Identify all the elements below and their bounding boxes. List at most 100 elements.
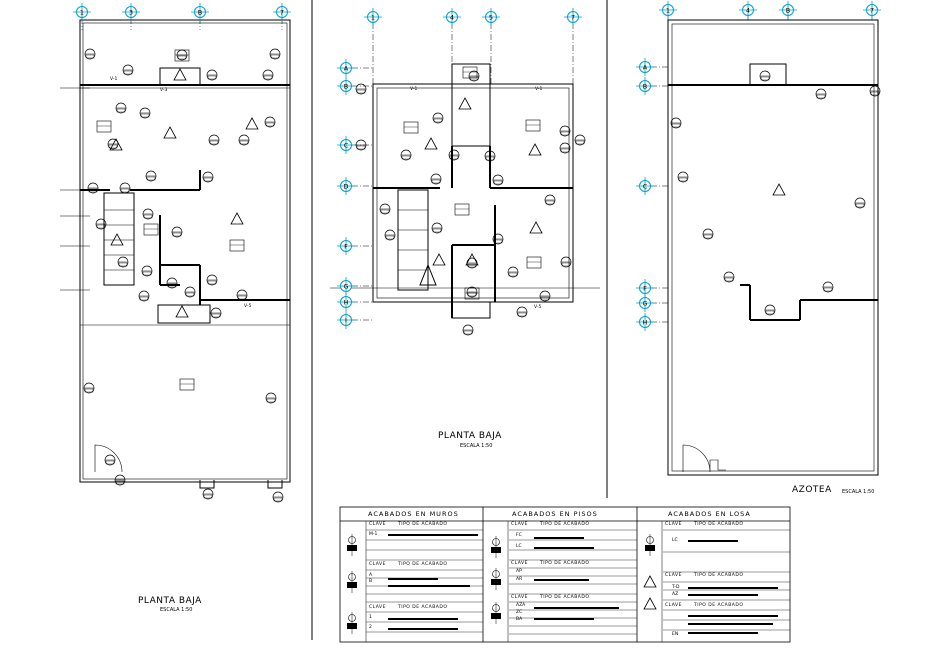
plan-3-axis-bubble: C <box>636 177 668 195</box>
finish-tag-icon <box>119 182 131 194</box>
plan-3-axis-bubble: A <box>636 58 668 76</box>
finish-tag-icon <box>759 70 771 82</box>
finish-tag-icon <box>139 107 151 119</box>
axis-label: H <box>344 298 349 306</box>
finish-tag-icon <box>560 256 572 268</box>
plan-3-axis-bubble: 1 <box>659 1 677 20</box>
axis-label: F <box>344 242 348 250</box>
plan-1-axis-bubble: 1 <box>73 3 91 30</box>
finish-tag-icon <box>238 134 250 146</box>
finish-tag-icon <box>206 69 218 81</box>
legend-description-bar <box>534 537 584 539</box>
room-code-box <box>464 287 480 300</box>
finish-tag-icon <box>166 277 178 289</box>
finish-tag-icon <box>869 85 881 97</box>
legend-description-bar <box>534 607 619 609</box>
axis-label: G <box>343 282 348 290</box>
finish-tag-icon <box>122 64 134 76</box>
finish-tag-icon <box>448 149 460 161</box>
finish-tag-icon <box>492 233 504 245</box>
legend-description-bar <box>688 540 738 542</box>
finish-tag-icon <box>208 134 220 146</box>
room-code-box <box>525 119 541 132</box>
window-label: V-1 <box>110 77 118 82</box>
legend-symbol-icon <box>645 534 655 556</box>
legend-symbol-icon <box>347 534 357 556</box>
plan-3-axis-bubble: H <box>636 313 668 331</box>
finish-tag-icon <box>115 102 127 114</box>
plan-1-axis-bubble: 3 <box>122 3 140 30</box>
axis-label: 7 <box>571 13 575 21</box>
finish-tag-icon <box>83 382 95 394</box>
finish-tag-icon <box>400 149 412 161</box>
finish-tag-icon <box>171 226 183 238</box>
finish-tag-icon <box>516 306 528 318</box>
legend-code: A <box>369 573 373 578</box>
legend-muros-col: CLAVE <box>369 522 386 527</box>
plan-3-axis-bubble: B <box>779 1 797 20</box>
finish-tag-icon <box>702 228 714 240</box>
finish-marker-icon <box>110 233 124 246</box>
finish-tag-icon <box>379 203 391 215</box>
legend-description-bar <box>388 534 478 536</box>
window-label: V-3 <box>160 88 168 93</box>
finish-tag-icon <box>430 173 442 185</box>
finish-tag-icon <box>670 117 682 129</box>
finish-marker-icon <box>528 143 542 156</box>
axis-label: 7 <box>280 8 284 16</box>
legend-muros-col-c: CLAVE <box>369 605 386 610</box>
legend-description-bar <box>688 594 758 596</box>
plan-2-axis-bubble: 1 <box>364 8 382 84</box>
finish-tag-icon <box>539 290 551 302</box>
finish-tag-icon <box>559 125 571 137</box>
plan-2-axis-bubble: A <box>337 59 373 77</box>
legend-code: AP <box>516 569 522 574</box>
axis-label: I <box>345 316 347 324</box>
finish-tag-icon <box>264 116 276 128</box>
finish-marker-icon <box>772 183 786 196</box>
axis-label: A <box>344 64 349 72</box>
legend-description-bar <box>534 579 589 581</box>
legend-description-bar <box>688 587 778 589</box>
legend-symbol-icon <box>347 571 357 593</box>
finish-marker-icon <box>230 212 244 225</box>
legend-losa-col2: TIPO DE ACABADO <box>694 522 744 527</box>
room-code-box <box>454 203 470 216</box>
finish-tag-icon <box>145 170 157 182</box>
plan-1-title: PLANTA BAJA <box>138 596 202 606</box>
axis-label: 1 <box>371 13 375 21</box>
finish-tag-icon <box>355 83 367 95</box>
legend-code: AZ <box>672 592 679 597</box>
plan-1-axis-bubble: 7 <box>273 3 291 30</box>
axis-label: 4 <box>746 6 750 14</box>
legend-code: M-1 <box>369 532 378 537</box>
plan-1-axis-bubble: B <box>191 3 209 30</box>
axis-label: C <box>643 182 648 190</box>
finish-marker-icon <box>458 97 472 110</box>
legend-losa-title: ACABADOS EN LOSA <box>668 510 751 518</box>
legend-code: AZA <box>516 603 526 608</box>
room-code-box <box>96 120 112 133</box>
plan-2-axis-bubble: B <box>337 77 373 95</box>
finish-tag-icon <box>484 150 496 162</box>
finish-marker-icon <box>245 117 259 130</box>
plan-3-axis-bubble: 4 <box>739 1 757 20</box>
legend-pisos-title: ACABADOS EN PISOS <box>512 510 598 518</box>
finish-tag-icon <box>431 222 443 234</box>
legend-description-bar <box>388 628 458 630</box>
legend-pisos-col-b: CLAVE <box>511 561 528 566</box>
axis-label: B <box>786 6 790 14</box>
legend-symbol-icon <box>491 602 501 624</box>
plan-1-scale: ESCALA 1:50 <box>160 607 193 613</box>
finish-tag-icon <box>466 286 478 298</box>
axis-label: B <box>198 8 202 16</box>
finish-tag-icon <box>854 197 866 209</box>
plan-3-title: AZOTEA <box>792 485 832 495</box>
finish-tag-icon <box>262 69 274 81</box>
legend-pisos-col2-c: TIPO DE ACABADO <box>540 595 590 600</box>
room-code-box <box>143 223 159 236</box>
finish-tag-icon <box>432 112 444 124</box>
axis-label: 5 <box>489 13 493 21</box>
legend-losa-col-c: CLAVE <box>665 603 682 608</box>
legend-code: T-D <box>672 585 680 590</box>
